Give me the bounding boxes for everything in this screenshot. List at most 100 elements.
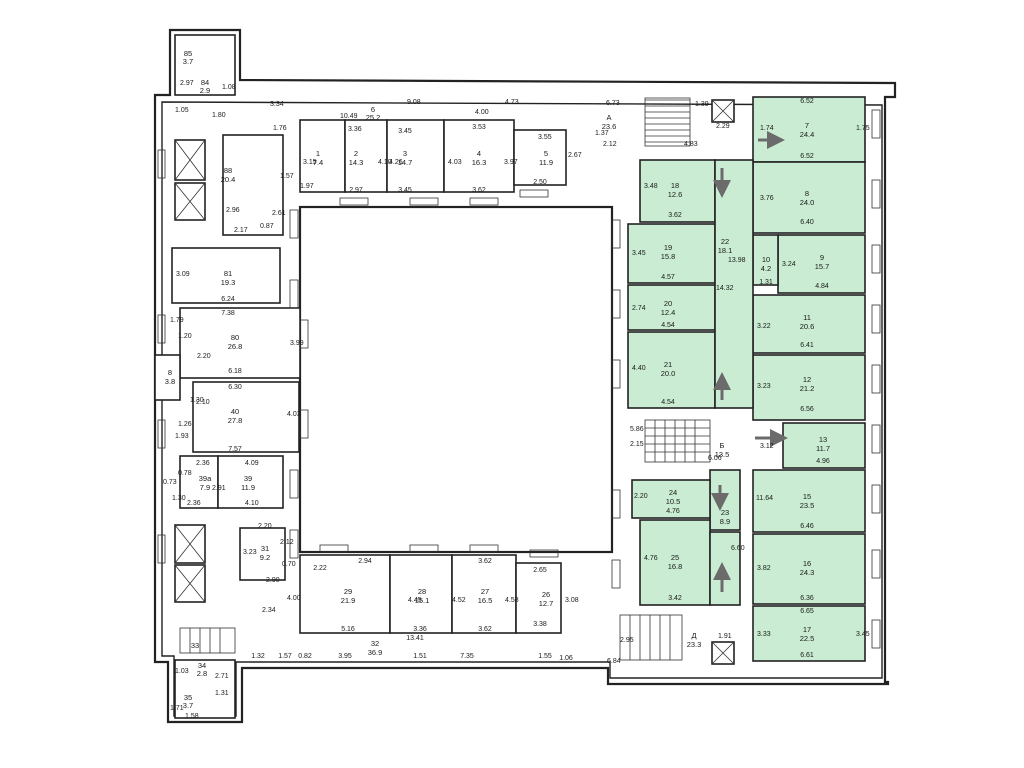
dimension: 2.71	[215, 673, 229, 680]
room-number: 39а	[199, 474, 212, 483]
dimension: 2.94	[358, 558, 372, 565]
room-area: 24.3	[800, 568, 815, 577]
dimension-labels: 6.52 6.52 1.74 1.75 3.76 6.40 3.24 4.84 …	[163, 80, 870, 720]
dimension: 1.76	[273, 125, 287, 132]
room-number: 13	[819, 435, 827, 444]
dimension: 4.03	[287, 411, 301, 418]
room-number: 11	[803, 313, 811, 322]
room-20	[627, 284, 716, 331]
dimension: 1.57	[278, 653, 292, 660]
dimension: 0.82	[298, 653, 312, 660]
room-number: 80	[231, 333, 239, 342]
dimension: 14.32	[716, 285, 734, 292]
room-15	[752, 469, 866, 533]
dimension: 1.58	[185, 713, 199, 720]
dimension: 2.95	[620, 637, 634, 644]
room-number: 23	[721, 508, 729, 517]
staircase-north	[644, 97, 691, 147]
stairs-elevators	[174, 97, 735, 665]
dimension: 2.90	[266, 577, 280, 584]
dimension: 6.52	[800, 98, 814, 105]
room-area: 24.0	[800, 198, 815, 207]
dimension: 1.08	[222, 84, 236, 91]
room-area: 15.8	[661, 252, 676, 261]
room-area: 36.9	[368, 648, 383, 657]
rooms	[154, 34, 567, 719]
dimension: 7.57	[228, 446, 242, 453]
dimension: 2.61	[272, 210, 286, 217]
room-4	[443, 119, 515, 193]
dimension: 6.52	[800, 153, 814, 160]
room-area: 25.2	[366, 113, 381, 122]
dimension: 6.06	[708, 455, 722, 462]
dimension: 3.97	[504, 159, 518, 166]
dimension: 1.39	[695, 101, 709, 108]
dimension: 2.36	[196, 460, 210, 467]
room-area: 2.9	[200, 86, 210, 95]
room-number: 28	[418, 587, 426, 596]
dimension: 3.45	[856, 631, 870, 638]
dimension: 3.55	[538, 134, 552, 141]
staircase-mid	[644, 419, 711, 463]
room-number: 8	[168, 368, 172, 377]
arrows	[711, 131, 788, 592]
room-number: 15	[803, 492, 811, 501]
dimension: 4.10	[245, 500, 259, 507]
room-25b	[709, 531, 741, 606]
dimension: 1.31	[215, 690, 229, 697]
room-area: 23.5	[800, 501, 815, 510]
dimension: 2.20	[258, 523, 272, 530]
room-18	[639, 159, 716, 223]
staircase-south	[619, 614, 683, 661]
room-8b	[154, 354, 181, 401]
dimension: 0.70	[282, 561, 296, 568]
room-22	[714, 159, 754, 409]
dimension: 3.08	[565, 597, 579, 604]
room-number: 4	[477, 149, 481, 158]
dimension: 4.00	[475, 109, 489, 116]
dimension: 4.57	[661, 274, 675, 281]
room-13	[782, 422, 866, 469]
dimension: 2.29	[716, 123, 730, 130]
dimension: 10.49	[340, 113, 358, 120]
room-area: 20.6	[800, 322, 815, 331]
room-area: 16.8	[668, 562, 683, 571]
dimension: 2.12	[603, 141, 617, 148]
room-number: 32	[371, 639, 379, 648]
room-number: 33	[191, 641, 199, 650]
dimension: 6.46	[800, 523, 814, 530]
room-number: 27	[481, 587, 489, 596]
room-number: 5	[544, 149, 548, 158]
room-labels: 7 24.4 8 24.0 9 15.7 10 4.2 11 20.6 12 2…	[165, 49, 830, 710]
room-area: 11.9	[539, 158, 553, 167]
room-39	[217, 455, 284, 509]
dimension: 3.62	[668, 212, 682, 219]
room-area: 12.6	[668, 190, 683, 199]
dimension: 1.32	[251, 653, 265, 660]
room-area: 13.5	[715, 450, 730, 459]
dimension: 2.15	[630, 441, 644, 448]
dimension: 4.83	[684, 141, 698, 148]
dimension: 3.23	[757, 383, 771, 390]
room-1	[299, 119, 346, 193]
dimension: 0.87	[260, 223, 274, 230]
dimension: 6.84	[607, 658, 621, 665]
dimension: 1.93	[175, 433, 189, 440]
dimension: 1.26	[178, 421, 192, 428]
room-number: 7	[805, 121, 809, 130]
dimension: 3.62	[478, 558, 492, 565]
room-area: 21.2	[800, 384, 815, 393]
dimension: 4.84	[815, 283, 829, 290]
room-number: 16	[803, 559, 811, 568]
room-31	[239, 527, 286, 581]
room-area: 23.3	[687, 640, 702, 649]
dimension: 2.20	[634, 493, 648, 500]
room-9	[777, 234, 866, 294]
dimension: 6.60	[731, 545, 745, 552]
room-area: 22.5	[800, 634, 815, 643]
room-number: 88	[224, 166, 232, 175]
room-number: 18	[671, 181, 679, 190]
room-11	[752, 294, 866, 354]
room-number: 12	[803, 375, 811, 384]
